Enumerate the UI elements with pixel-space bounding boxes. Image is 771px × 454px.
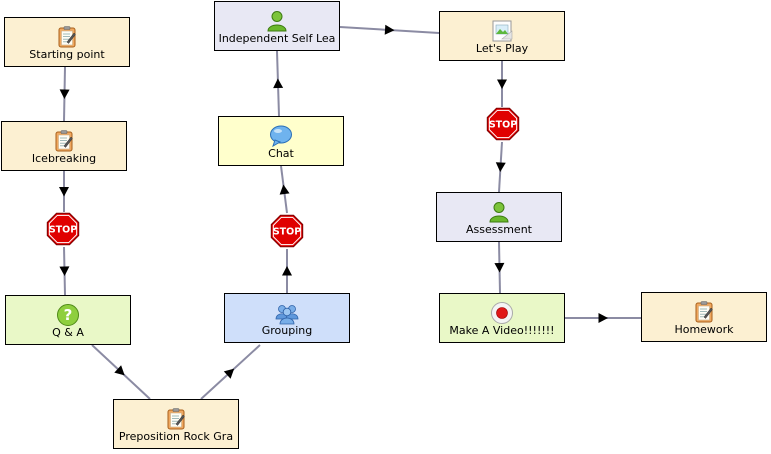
- stop-label: STOP: [489, 120, 517, 131]
- activity-label: Independent Self Lea: [218, 32, 336, 45]
- connector-arrow: [59, 66, 70, 122]
- notepad-icon: [164, 407, 188, 431]
- question-icon: ?: [56, 303, 80, 327]
- connector-arrow: [59, 246, 70, 296]
- notepad-icon: [55, 25, 79, 49]
- activity-node-video[interactable]: Make A Video!!!!!!!: [439, 293, 565, 343]
- activity-label: Preposition Rock Gra: [118, 430, 234, 443]
- activity-label: Icebreaking: [31, 152, 97, 165]
- notepad-icon: [52, 129, 76, 153]
- connector-arrow: [497, 61, 507, 107]
- svg-text:?: ?: [64, 306, 73, 324]
- connector-arrow: [200, 344, 261, 400]
- activity-node-preposition[interactable]: Preposition Rock Gra: [113, 399, 239, 449]
- connector-arrow: [494, 241, 505, 294]
- activity-label: Q & A: [52, 326, 84, 339]
- connector-arrow: [279, 165, 290, 214]
- activity-label: Assessment: [466, 223, 532, 236]
- activity-node-chat[interactable]: Chat: [218, 116, 344, 166]
- activity-node-starting-point[interactable]: Starting point: [4, 17, 130, 67]
- person-icon: [265, 9, 289, 33]
- activity-label: Starting point: [29, 48, 105, 61]
- stop-gate-icon[interactable]: STOP: [485, 106, 521, 142]
- activity-label: Make A Video!!!!!!!: [449, 324, 555, 337]
- group-icon: [275, 301, 299, 325]
- activity-label: Homework: [674, 323, 734, 336]
- activity-label: Chat: [268, 147, 294, 160]
- chat-bubble-icon: [269, 124, 293, 148]
- activity-node-icebreaking[interactable]: Icebreaking: [1, 121, 127, 171]
- person-icon: [487, 200, 511, 224]
- activity-node-qa[interactable]: ? Q & A: [5, 295, 131, 345]
- connector-arrow: [339, 24, 440, 35]
- stop-label: STOP: [49, 225, 77, 236]
- activity-node-independent[interactable]: Independent Self Lea: [214, 1, 340, 51]
- activity-node-assessment[interactable]: Assessment: [436, 192, 562, 242]
- picture-icon: [490, 19, 514, 43]
- activity-label: Grouping: [261, 324, 313, 337]
- activity-node-homework[interactable]: Homework: [641, 292, 767, 342]
- activity-node-lets-play[interactable]: Let's Play: [439, 11, 565, 61]
- activity-node-grouping[interactable]: Grouping: [224, 293, 350, 343]
- stop-label: STOP: [273, 227, 301, 238]
- connector-arrow: [91, 344, 151, 400]
- connector-arrow: [282, 249, 292, 293]
- notepad-icon: [692, 300, 716, 324]
- record-icon: [490, 301, 514, 325]
- connector-arrow: [565, 313, 641, 323]
- stop-gate-icon[interactable]: STOP: [269, 213, 305, 249]
- connector-arrow: [59, 171, 69, 212]
- connector-arrow: [495, 141, 506, 193]
- connector-arrow: [273, 50, 284, 117]
- activity-label: Let's Play: [475, 42, 529, 55]
- stop-gate-icon[interactable]: STOP: [45, 211, 81, 247]
